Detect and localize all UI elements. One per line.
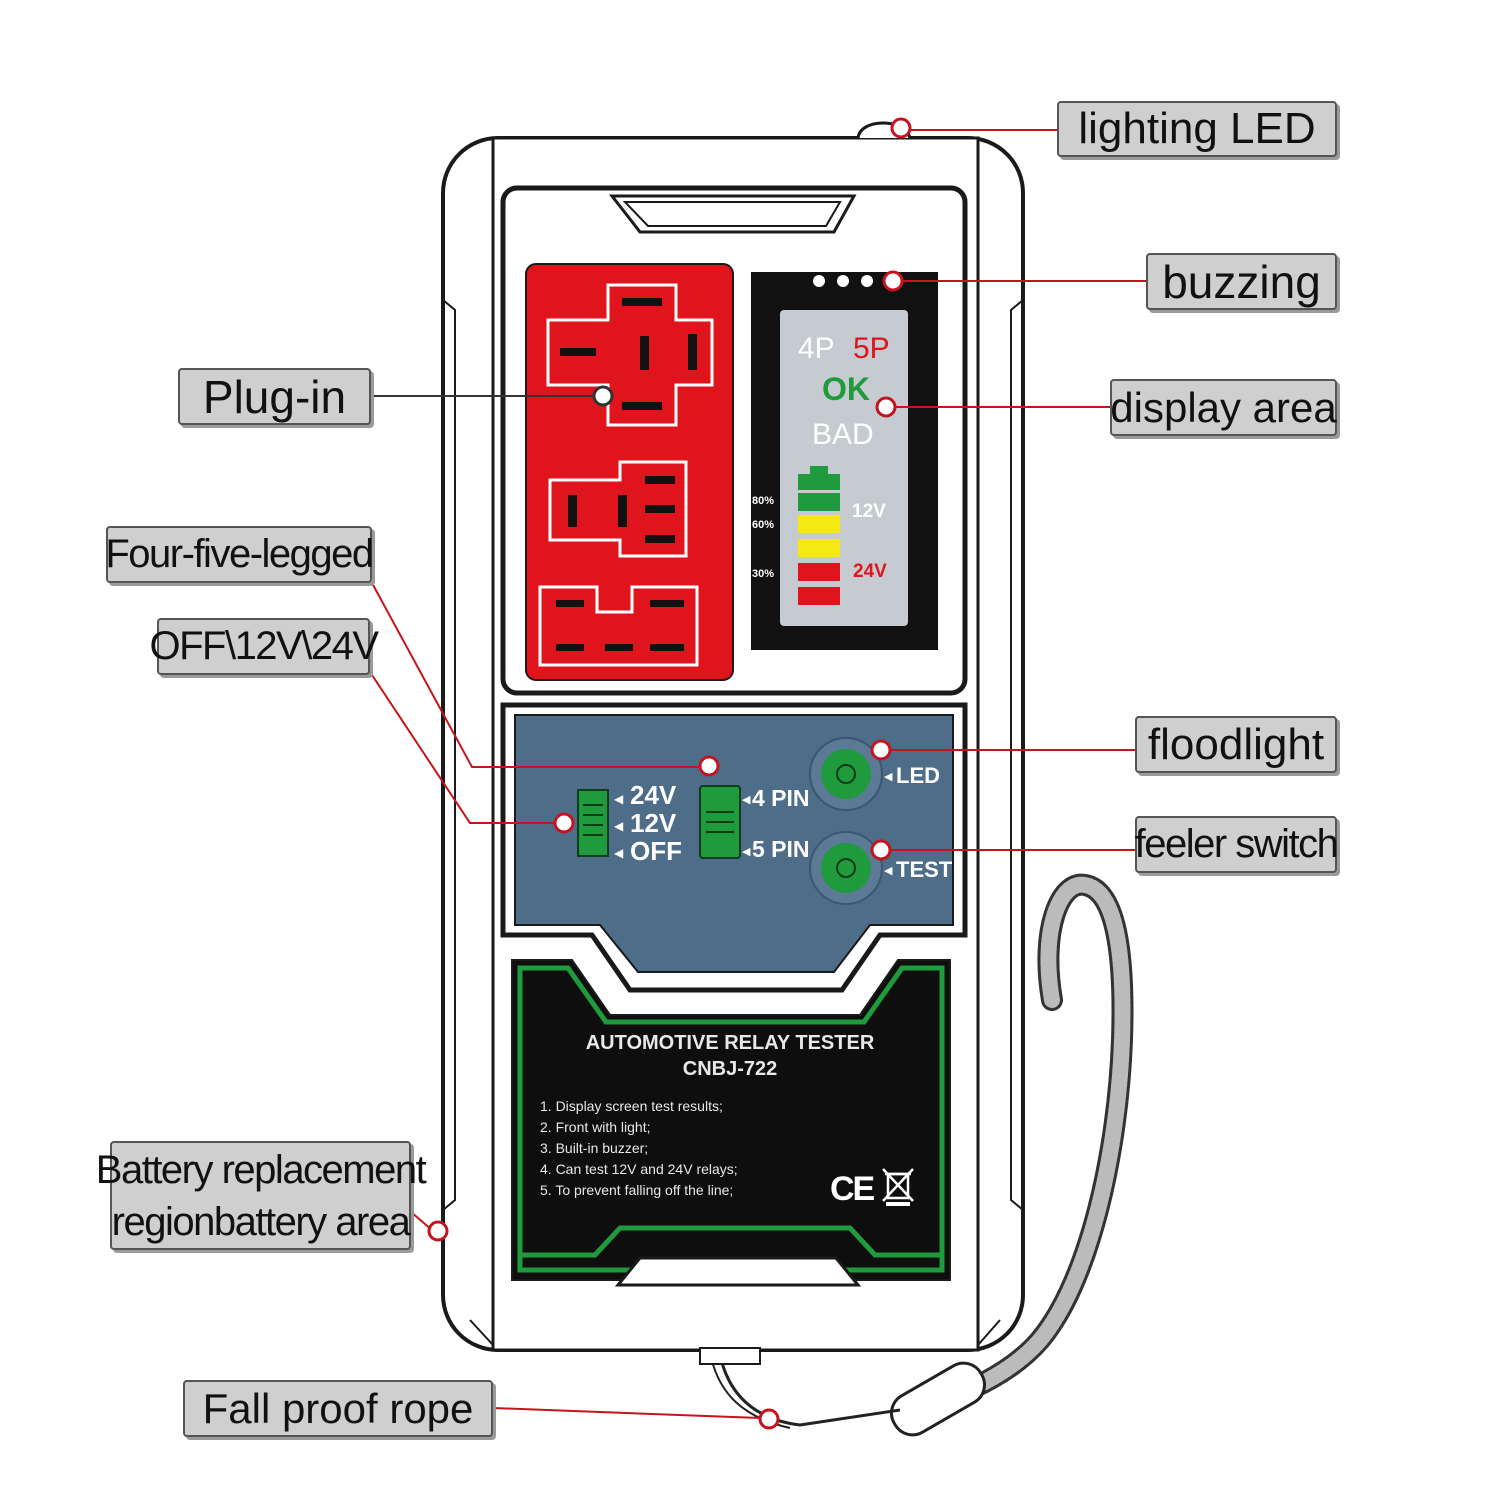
battery-level-bars <box>798 466 840 605</box>
control-panel: ◀ ◀ ◀ 24V 12V OFF ◀ ◀ 4 PIN 5 PIN ◀ LED <box>500 702 968 993</box>
ce-mark-icon: CE <box>830 1170 875 1208</box>
pin4-label: 4 PIN <box>752 785 810 811</box>
pct-60: 60% <box>752 519 774 531</box>
callout-floodlight: floodlight <box>1135 716 1337 773</box>
test-label: TEST <box>896 857 953 882</box>
feature-item: 1. Display screen test results; <box>540 1098 723 1114</box>
svg-text:◀: ◀ <box>884 771 893 783</box>
model-number: CNBJ-722 <box>682 1058 778 1080</box>
label-4p: 4P <box>798 332 835 365</box>
callout-feeler-switch: feeler switch <box>1135 816 1339 873</box>
svg-text:◀: ◀ <box>614 792 624 806</box>
svg-text:◀: ◀ <box>614 846 624 860</box>
relay-socket-panel[interactable] <box>525 263 734 681</box>
feature-item: 5. To prevent falling off the line; <box>540 1182 734 1198</box>
callout-four-five-legged: Four-five-legged <box>105 526 374 583</box>
callout-display-area: display area <box>1110 379 1337 436</box>
voltage-slide-switch[interactable] <box>577 789 609 857</box>
label-5p: 5P <box>853 332 890 365</box>
battery-cover-plate <box>511 959 951 1287</box>
svg-text:◀: ◀ <box>614 819 624 833</box>
callout-lighting-led: lighting LED <box>1057 101 1337 157</box>
feature-item: 3. Built-in buzzer; <box>540 1140 649 1156</box>
switch-12v-label: 12V <box>630 808 677 838</box>
callout-battery-area: Battery replacement regionbattery area <box>96 1141 427 1250</box>
display-screen: 4P 5P OK BAD 80% 60% 30% 12V 24V <box>751 272 938 650</box>
leader-lines <box>369 117 1146 1430</box>
pin5-label: 5 PIN <box>752 836 810 862</box>
label-12v: 12V <box>852 501 886 522</box>
switch-off-label: OFF <box>630 836 682 866</box>
feature-list: 1. Display screen test results; 2. Front… <box>540 1096 738 1201</box>
floodlight-button[interactable] <box>809 737 883 811</box>
pct-80: 80% <box>752 495 774 507</box>
switch-24v-label: 24V <box>630 780 677 810</box>
battery-callout-line1: Battery replacement <box>95 1147 427 1192</box>
svg-text:◀: ◀ <box>742 846 751 858</box>
pct-30: 30% <box>752 568 774 580</box>
callout-voltage-switch: OFF\12V\24V <box>149 618 379 675</box>
callout-plug-in: Plug-in <box>178 368 371 425</box>
feature-item: 2. Front with light; <box>540 1119 651 1135</box>
led-label: LED <box>896 763 940 788</box>
svg-text:◀: ◀ <box>884 865 893 877</box>
wrist-strap <box>709 873 1134 1437</box>
weee-bin-icon <box>882 1168 914 1206</box>
callout-buzzing: buzzing <box>1146 253 1337 310</box>
nameplate-title: AUTOMOTIVE RELAY TESTER CNBJ-722 <box>520 1030 940 1082</box>
svg-text:◀: ◀ <box>742 794 751 806</box>
label-24v: 24V <box>853 561 887 582</box>
battery-callout-line2: regionbattery area <box>111 1199 411 1244</box>
product-name: AUTOMOTIVE RELAY TESTER <box>585 1032 875 1054</box>
label-bad: BAD <box>812 418 874 451</box>
callout-fall-proof-rope: Fall proof rope <box>183 1380 493 1437</box>
test-button[interactable] <box>809 831 883 905</box>
feature-item: 4. Can test 12V and 24V relays; <box>540 1161 738 1177</box>
pin-slide-switch[interactable] <box>699 785 741 859</box>
label-ok: OK <box>822 371 870 407</box>
